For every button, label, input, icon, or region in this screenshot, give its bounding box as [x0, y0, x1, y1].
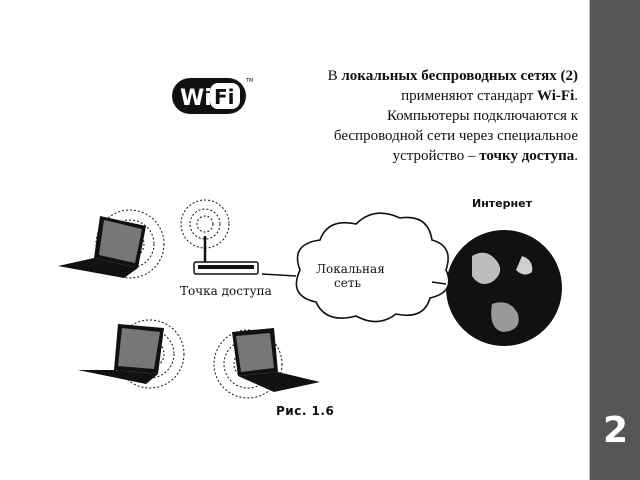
- internet-label: Интернет: [472, 197, 532, 210]
- local-network-label-line1: Локальная: [316, 262, 385, 276]
- network-diagram: [58, 199, 562, 399]
- svg-text:Wi: Wi: [180, 86, 212, 111]
- wifi-logo: Wi Fi TM: [172, 78, 253, 114]
- svg-text:Fi: Fi: [214, 85, 235, 109]
- description-paragraph: В локальных беспроводных сетях (2) приме…: [327, 68, 578, 164]
- laptop-icon-3: [213, 328, 320, 399]
- router-icon: [180, 199, 259, 275]
- slide-sidebar: 2: [589, 0, 640, 480]
- laptop-icon-1: [58, 209, 165, 279]
- laptop-icon-2: [78, 319, 185, 389]
- figure-caption: Рис. 1.6: [276, 404, 335, 418]
- bold-wifi: Wi-Fi: [537, 88, 575, 104]
- bold-access-point: точку доступа: [479, 148, 575, 164]
- local-network-label-line2: сеть: [334, 276, 361, 290]
- bold-local-wireless: локальных беспроводных сетях (2): [341, 68, 578, 84]
- slide-number: 2: [602, 410, 629, 451]
- slide-content: Wi Fi TM В локальных беспроводных сетях …: [58, 68, 578, 418]
- globe-icon: [446, 230, 562, 346]
- cloud-icon: [295, 212, 450, 323]
- svg-text:TM: TM: [245, 78, 253, 84]
- access-point-label: Точка доступа: [180, 284, 272, 298]
